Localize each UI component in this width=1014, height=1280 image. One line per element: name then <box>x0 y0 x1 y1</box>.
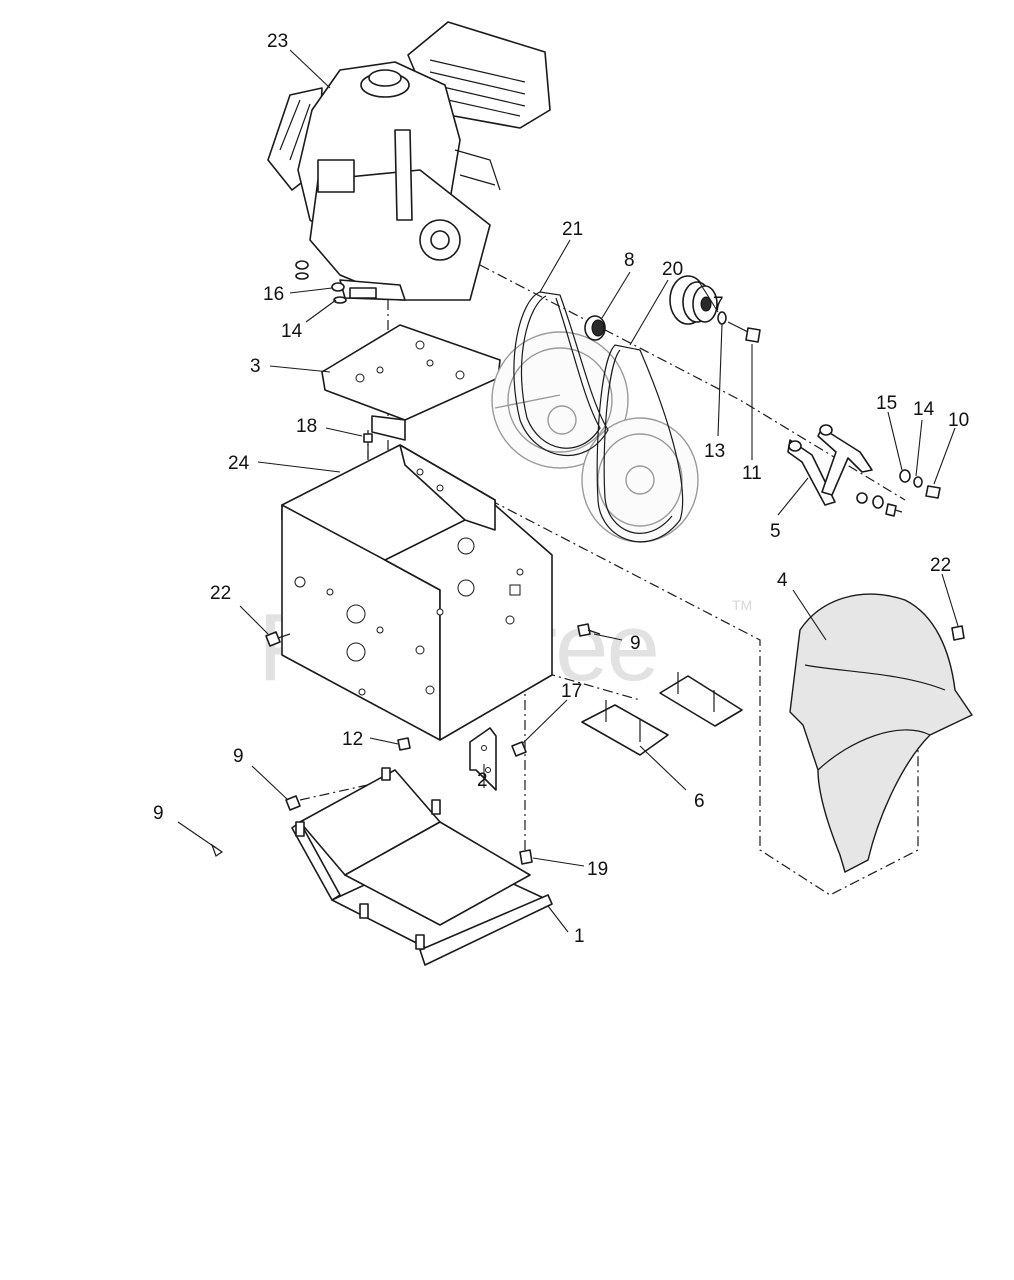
nut-part-12[interactable] <box>397 737 411 751</box>
callout-5: 5 <box>770 521 781 542</box>
engine-nut-part-16[interactable] <box>295 260 345 292</box>
callout-1: 1 <box>574 926 585 947</box>
callout-20: 20 <box>662 259 683 280</box>
bolt-part-19[interactable] <box>519 849 533 865</box>
callout-4: 4 <box>777 570 788 591</box>
callout-17: 17 <box>561 681 582 702</box>
callout-12: 12 <box>342 729 363 750</box>
callout-16: 16 <box>263 284 284 305</box>
callout-9-lower-left: 9 <box>153 803 164 824</box>
screw-part-9-left-lower[interactable] <box>210 843 224 857</box>
callouts: 23 16 14 3 18 24 21 8 20 7 13 11 15 14 1… <box>153 31 969 947</box>
leader-lines <box>177 49 959 933</box>
callout-19: 19 <box>587 859 608 880</box>
engine-washer-part-14[interactable] <box>295 272 347 304</box>
frame-part-24[interactable] <box>281 444 553 741</box>
screw-part-9-right[interactable] <box>577 623 601 637</box>
bolt-part-18[interactable] <box>363 433 373 458</box>
callout-9-upper-left: 9 <box>233 746 244 767</box>
callout-3: 3 <box>250 356 261 377</box>
screw-part-9-left-upper[interactable] <box>285 795 301 811</box>
watermark-trademark: TM <box>732 597 752 613</box>
auger-pulley-ghost <box>491 331 699 543</box>
callout-7: 7 <box>713 294 724 315</box>
callout-13: 13 <box>704 441 725 462</box>
callout-14-right: 14 <box>913 399 935 420</box>
bolt-part-11[interactable] <box>727 321 761 343</box>
callout-23: 23 <box>267 31 288 52</box>
callout-14: 14 <box>281 321 303 342</box>
callout-8: 8 <box>624 250 635 271</box>
callout-21: 21 <box>562 219 583 240</box>
belt-part-21[interactable] <box>513 291 609 457</box>
callout-18: 18 <box>296 416 317 437</box>
screw-part-22-right[interactable] <box>951 625 965 641</box>
fasteners-part-15-14-10[interactable] <box>856 469 941 517</box>
engine-part-23[interactable] <box>267 21 551 301</box>
bracket-part-6[interactable] <box>581 672 743 756</box>
belt-guide-part-5[interactable] <box>787 424 873 506</box>
bottom-pan-part-1[interactable] <box>291 767 553 966</box>
idler-pulley-part-8[interactable] <box>584 315 606 341</box>
callout-22-right: 22 <box>930 555 951 576</box>
callout-24: 24 <box>228 453 250 474</box>
callout-22-left: 22 <box>210 583 231 604</box>
belt-cover-part-4[interactable] <box>789 593 974 874</box>
callout-11: 11 <box>742 463 762 484</box>
belt-part-20[interactable] <box>596 344 684 543</box>
nut-part-17[interactable] <box>511 741 527 757</box>
callout-10: 10 <box>948 410 969 431</box>
callout-6: 6 <box>694 791 705 812</box>
callout-15: 15 <box>876 393 897 414</box>
bolt-part-22-left[interactable] <box>265 631 291 647</box>
bracket-part-2[interactable] <box>469 727 497 791</box>
mounting-plate-part-3[interactable] <box>321 324 501 441</box>
engine-pulley-part-7[interactable] <box>669 275 718 325</box>
callout-2: 2 <box>477 770 488 791</box>
callout-9-right: 9 <box>630 633 641 654</box>
